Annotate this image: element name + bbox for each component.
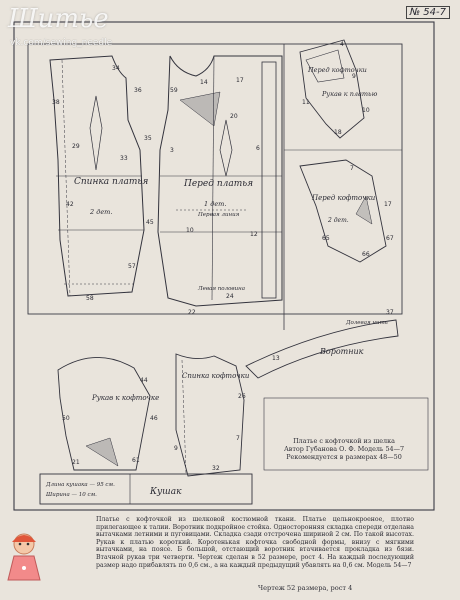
back-dress-outline (49, 55, 145, 297)
front-jacket-outline (299, 159, 387, 263)
measurement-number: 9 (174, 445, 178, 452)
measurement-number: 24 (226, 293, 234, 300)
caption-line-1: Платье с кофточкой из шелка (293, 437, 395, 445)
back-dart (89, 95, 103, 171)
front-gather (179, 91, 221, 127)
back-center-line (61, 59, 71, 297)
measurement-number: 10 (362, 107, 370, 114)
measurement-number: 20 (230, 113, 238, 120)
front-grain-line (211, 55, 215, 301)
measurement-number: 22 (188, 309, 196, 316)
measurement-number: 32 (212, 465, 220, 472)
collar-outline (245, 319, 399, 379)
measurement-number: 44 (140, 377, 148, 384)
measurement-number: 7 (236, 435, 240, 442)
measurement-number: 11 (302, 99, 310, 106)
measurement-number: 6 (256, 145, 260, 152)
measurement-number: 59 (170, 87, 178, 94)
measurement-number: 61 (132, 457, 140, 464)
measurement-number: 26 (238, 393, 246, 400)
measurement-number: 45 (146, 219, 154, 226)
label-grain-line: Долевая нить (345, 320, 388, 326)
measurement-number: 12 (250, 231, 258, 238)
measurement-number: 9 (352, 73, 356, 80)
caption-line-2: Автор Губанова О. Ф. Модель 54—7 (283, 445, 405, 453)
belt-outline (39, 473, 253, 505)
label-front-jacket: Перед кофточки (311, 194, 376, 202)
label-belt-width: Ширина — 10 см. (45, 492, 97, 498)
label-sleeve-jacket: Рукав к кофточке (91, 394, 159, 402)
back-jacket-outline (175, 353, 245, 477)
doll-logo-icon (7, 533, 41, 581)
label-front-fold: Первая линия (197, 212, 240, 218)
dress-sleeve-outline (299, 39, 365, 139)
measurement-number: 46 (150, 415, 158, 422)
measurement-number: 37 (386, 309, 394, 316)
measurement-number: 50 (62, 415, 70, 422)
model-description: Платье с кофточкой из шелковой костюмной… (96, 516, 414, 569)
dress-sleeve-front-small (305, 49, 345, 83)
back-jacket-center (181, 359, 187, 475)
label-front-dress: Перед платья (183, 179, 253, 189)
measurement-number: 42 (66, 201, 74, 208)
label-belt: Кушак (149, 487, 182, 497)
caption-frame (263, 397, 429, 471)
label-front-jacket-count: 2 дет. (327, 217, 349, 224)
watermark-brand: Шитье (8, 4, 109, 34)
label-back-jacket: Спинка кофточки (182, 372, 250, 380)
measurement-number: 7 (350, 165, 354, 172)
description-model: Модель 54—7 (366, 561, 412, 569)
jacket-sleeve-dart (85, 437, 119, 467)
measurement-number: 4 (340, 41, 344, 48)
outer-frame (13, 21, 435, 511)
jacket-sleeve-outline (57, 357, 151, 471)
drawing-footer: Чертеж 52 размера, рост 4 (258, 584, 353, 592)
measurement-number: 10 (186, 227, 194, 234)
measurement-number: 14 (200, 79, 208, 86)
caption-line-3: Рекомендуется в размерах 48—50 (286, 453, 402, 461)
front-placket (261, 61, 277, 299)
measurement-number: 57 (128, 263, 136, 270)
measurement-number: 34 (112, 65, 120, 72)
pattern-caption: Платье с кофточкой из шелка Автор Губано… (270, 437, 418, 461)
measurement-number: 17 (384, 201, 392, 208)
measurement-number: 33 (120, 155, 128, 162)
measurement-number: 38 (52, 99, 60, 106)
front-dart (219, 119, 233, 177)
label-collar: Воротник (319, 347, 364, 356)
measurement-number: 21 (72, 459, 80, 466)
measurement-number: 18 (334, 129, 342, 136)
description-text: Платье с кофточкой из шелковой костюмной… (96, 516, 414, 569)
measurement-number: 58 (86, 295, 94, 302)
front-dress-outline (157, 55, 283, 307)
measurement-number: 36 (134, 87, 142, 94)
label-back-dress: Спинка платья (74, 177, 148, 187)
front-jacket-dart (355, 195, 373, 225)
measurement-number: 35 (144, 135, 152, 142)
measurement-number: 66 (362, 251, 370, 258)
watermark-url: vk.com/sewing_needle (10, 38, 113, 48)
label-back-dress-count: 2 дет. (89, 208, 112, 216)
measurement-number: 13 (272, 355, 280, 362)
measurement-number: 29 (72, 143, 80, 150)
measurement-numbers: 34 36 35 38 29 33 42 45 57 58 59 14 17 20 6 3 10 12 24 22 4 9… (52, 41, 394, 472)
measurement-number: 17 (236, 77, 244, 84)
main-block-frame (27, 43, 403, 315)
label-front-dress-count: 1 дет. (204, 200, 226, 208)
measurement-number: 65 (322, 235, 330, 242)
label-front-jacket-small: Перед кофточки (307, 66, 367, 74)
measurement-number: 3 (170, 147, 174, 154)
label-belt-length: Длина кушака — 95 см. (45, 482, 115, 488)
page-number: № 54-7 (405, 6, 450, 19)
measurement-number: 67 (386, 235, 394, 242)
label-sleeve-top: Рукав к платью (321, 90, 378, 98)
label-left-half: Левая половина (197, 286, 245, 292)
